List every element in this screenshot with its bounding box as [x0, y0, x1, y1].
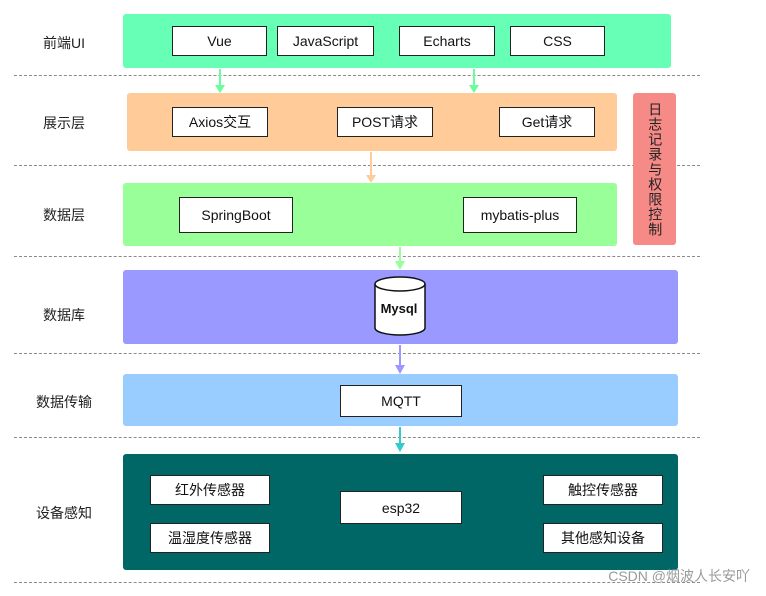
device-box-esp32: esp32 [340, 491, 462, 524]
divider [14, 165, 700, 166]
frontend-box-css: CSS [510, 26, 605, 56]
device-box-infrared: 红外传感器 [150, 475, 270, 505]
database-cylinder-icon [374, 276, 426, 336]
divider [14, 437, 700, 438]
layer-label-presentation: 展示层 [43, 115, 85, 131]
data-box-springboot: SpringBoot [179, 197, 293, 233]
layer-label-data: 数据层 [43, 207, 85, 223]
divider [14, 582, 700, 583]
arrow-transfer-to-device [395, 427, 405, 452]
device-box-touch: 触控传感器 [543, 475, 663, 505]
frontend-box-javascript: JavaScript [277, 26, 374, 56]
transfer-box-mqtt: MQTT [340, 385, 462, 417]
presentation-box-axios: Axios交互 [172, 107, 268, 137]
presentation-box-post: POST请求 [337, 107, 433, 137]
arrow-frontend-to-presentation-right [469, 69, 479, 93]
frontend-box-vue: Vue [172, 26, 267, 56]
layer-label-frontend: 前端UI [43, 35, 85, 51]
layer-label-device: 设备感知 [36, 505, 92, 521]
side-panel [633, 93, 676, 245]
arrow-presentation-to-data [366, 152, 376, 183]
divider [14, 75, 700, 76]
layer-label-transfer: 数据传输 [36, 394, 92, 410]
device-box-temp-humidity: 温湿度传感器 [150, 523, 270, 553]
divider [14, 353, 700, 354]
watermark: CSDN @烟波人长安吖 [608, 568, 750, 584]
presentation-box-get: Get请求 [499, 107, 595, 137]
arrow-frontend-to-presentation-left [215, 69, 225, 93]
arrow-database-to-transfer [395, 345, 405, 374]
side-panel-text: 日志记录与权限控制 [647, 101, 664, 237]
layer-label-database: 数据库 [43, 307, 85, 323]
divider [14, 256, 700, 257]
frontend-box-echarts: Echarts [399, 26, 495, 56]
arrow-data-to-database [395, 247, 405, 270]
device-box-other: 其他感知设备 [543, 523, 663, 553]
data-box-mybatis: mybatis-plus [463, 197, 577, 233]
database-label: Mysql [380, 301, 418, 316]
